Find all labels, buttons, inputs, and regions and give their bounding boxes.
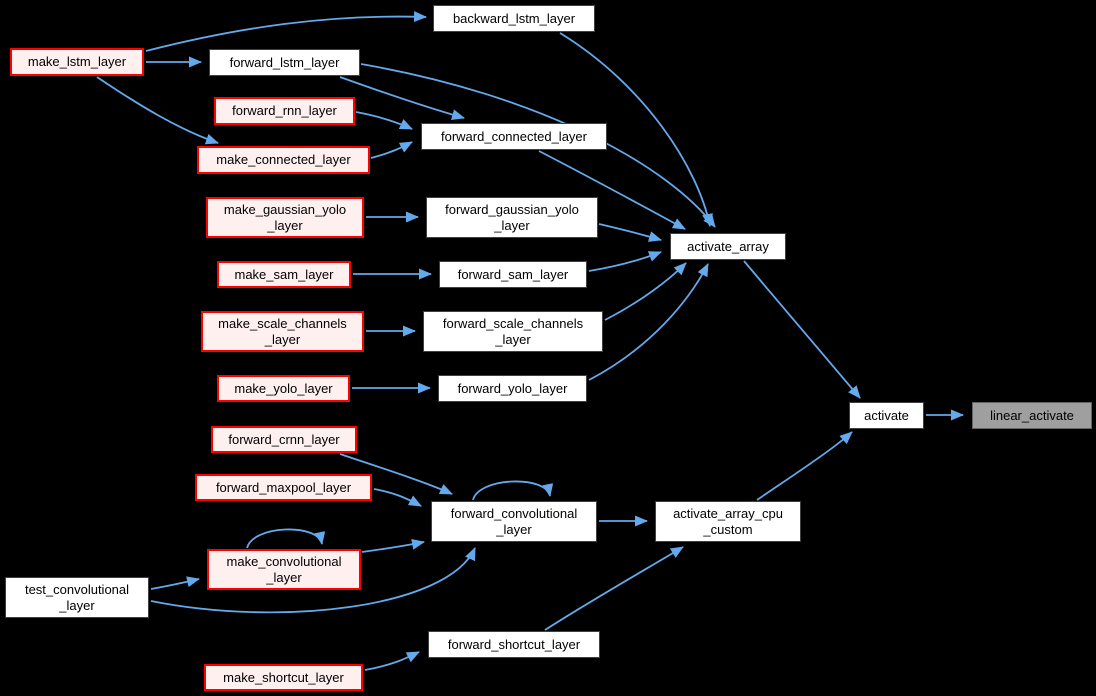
node-label: forward_maxpool_layer (215, 479, 352, 495)
node-label: forward_gaussian_yolo _layer (445, 201, 579, 233)
node-forward_sam_layer[interactable]: forward_sam_layer (439, 261, 587, 288)
edge-activate_array_cpu_custom-to-activate (756, 431, 853, 501)
node-activate_array[interactable]: activate_array (670, 233, 786, 260)
edge-forward_rnn_layer-to-forward_connected_layer (355, 111, 413, 130)
edge-test_convolutional_layer-to-forward_convolutional_layer (150, 547, 476, 614)
node-forward_rnn_layer[interactable]: forward_rnn_layer (214, 97, 355, 125)
node-forward_scale_channels_layer[interactable]: forward_scale_channels _layer (423, 311, 603, 352)
node-test_convolutional_layer[interactable]: test_convolutional _layer (5, 577, 149, 618)
node-label: forward_shortcut_layer (447, 636, 581, 652)
node-label: forward_crnn_layer (228, 431, 340, 447)
node-label: linear_activate (990, 407, 1074, 423)
node-forward_gaussian_yolo_layer[interactable]: forward_gaussian_yolo _layer (426, 197, 598, 238)
node-label: forward_yolo_layer (457, 380, 568, 396)
node-label: backward_lstm_layer (452, 10, 576, 26)
node-linear_activate[interactable]: linear_activate (972, 402, 1092, 429)
node-label: make_lstm_layer (27, 54, 127, 70)
node-label: forward_convolutional _layer (450, 505, 578, 537)
node-forward_convolutional_layer[interactable]: forward_convolutional _layer (431, 501, 597, 542)
node-make_convolutional_layer[interactable]: make_convolutional _layer (207, 549, 361, 590)
edge-test_convolutional_layer-to-make_convolutional_layer (150, 576, 200, 590)
node-label: activate_array_cpu _custom (673, 505, 783, 537)
edge-forward_maxpool_layer-to-forward_convolutional_layer (373, 488, 422, 507)
edge-forward_shortcut_layer-to-activate_array_cpu_custom (544, 546, 684, 631)
node-make_lstm_layer[interactable]: make_lstm_layer (10, 48, 144, 76)
node-label: make_sam_layer (234, 266, 334, 282)
node-activate[interactable]: activate (849, 402, 924, 429)
node-make_shortcut_layer[interactable]: make_shortcut_layer (204, 664, 363, 691)
node-make_scale_channels_layer[interactable]: make_scale_channels _layer (201, 311, 364, 352)
edge-forward_lstm_layer-to-forward_connected_layer (339, 76, 465, 120)
edge-make_lstm_layer-to-make_connected_layer (96, 76, 219, 145)
edge-make_shortcut_layer-to-forward_shortcut_layer (364, 651, 420, 671)
edge-forward_convolutional_layer-to-forward_convolutional_layer (472, 480, 554, 501)
node-forward_crnn_layer[interactable]: forward_crnn_layer (211, 426, 357, 453)
node-label: make_convolutional _layer (226, 553, 342, 585)
node-label: activate_array (687, 238, 769, 254)
node-label: make_scale_channels _layer (218, 315, 347, 347)
node-make_sam_layer[interactable]: make_sam_layer (217, 261, 351, 288)
edge-activate_array-to-activate (743, 260, 861, 399)
edge-forward_connected_layer-to-activate_array (538, 150, 686, 230)
edge-make_convolutional_layer-to-make_convolutional_layer (246, 528, 326, 549)
node-label: make_yolo_layer (234, 380, 333, 396)
node-label: activate (864, 407, 909, 423)
node-forward_lstm_layer[interactable]: forward_lstm_layer (209, 49, 360, 76)
edge-forward_sam_layer-to-activate_array (588, 251, 662, 272)
edge-make_lstm_layer-to-backward_lstm_layer (145, 11, 427, 52)
edge-forward_scale_channels_layer-to-activate_array (604, 262, 687, 321)
node-label: make_connected_layer (216, 152, 351, 168)
node-activate_array_cpu_custom[interactable]: activate_array_cpu _custom (655, 501, 801, 542)
node-make_connected_layer[interactable]: make_connected_layer (197, 146, 370, 174)
node-forward_connected_layer[interactable]: forward_connected_layer (421, 123, 607, 150)
edge-forward_yolo_layer-to-activate_array (588, 263, 709, 381)
node-make_gaussian_yolo_layer[interactable]: make_gaussian_yolo _layer (206, 197, 364, 238)
node-forward_shortcut_layer[interactable]: forward_shortcut_layer (428, 631, 600, 658)
node-make_yolo_layer[interactable]: make_yolo_layer (217, 375, 350, 402)
node-label: make_shortcut_layer (223, 669, 344, 685)
edge-backward_lstm_layer-to-activate_array (559, 32, 713, 227)
node-forward_maxpool_layer[interactable]: forward_maxpool_layer (195, 474, 372, 501)
node-label: test_convolutional _layer (24, 581, 130, 613)
edge-forward_crnn_layer-to-forward_convolutional_layer (339, 453, 453, 495)
node-forward_yolo_layer[interactable]: forward_yolo_layer (438, 375, 587, 402)
edge-forward_gaussian_yolo_layer-to-activate_array (598, 223, 662, 242)
edge-make_connected_layer-to-forward_connected_layer (370, 141, 413, 159)
edge-make_convolutional_layer-to-forward_convolutional_layer (361, 538, 425, 553)
node-label: forward_lstm_layer (229, 54, 340, 70)
node-label: forward_rnn_layer (232, 103, 337, 119)
node-label: forward_scale_channels _layer (442, 315, 584, 347)
node-backward_lstm_layer[interactable]: backward_lstm_layer (433, 5, 595, 32)
node-label: forward_connected_layer (441, 128, 587, 144)
node-label: make_gaussian_yolo _layer (223, 201, 347, 233)
node-label: forward_sam_layer (457, 266, 569, 282)
